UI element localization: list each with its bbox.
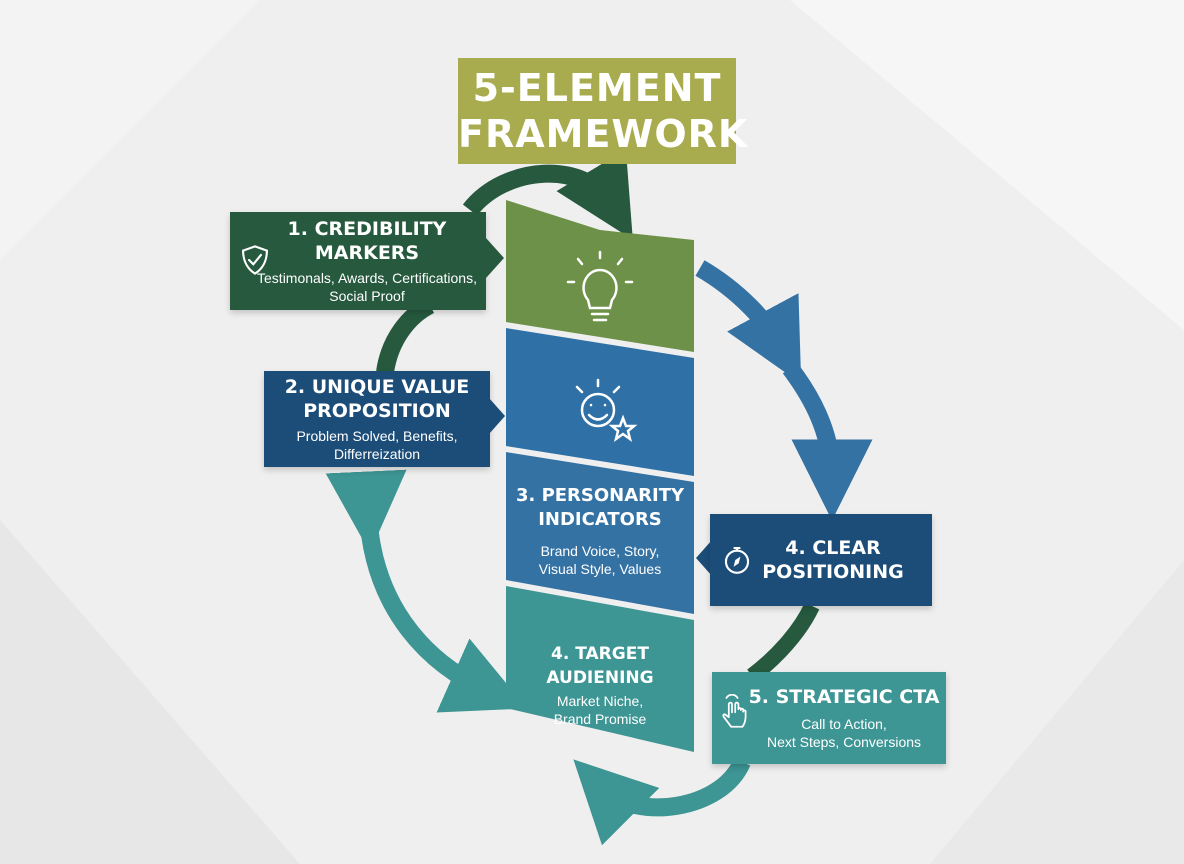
audience-sub-2: Brand Promise — [553, 711, 647, 727]
positioning-pointer — [696, 540, 712, 576]
column-segment-3 — [506, 452, 694, 614]
uvp-sub-2: Differreization — [333, 446, 421, 462]
credibility-pointer — [486, 238, 504, 278]
arrow-left-teal — [325, 469, 528, 713]
arrow-bottom-loop — [573, 757, 751, 846]
unique-value-proposition-box: 2. UNIQUE VALUE PROPOSITION Problem Solv… — [264, 371, 490, 467]
uvp-title-2: PROPOSITION — [303, 400, 451, 422]
compass-icon — [724, 547, 750, 574]
column-segment-4 — [506, 586, 694, 752]
cta-sub-2: Next Steps, Conversions — [766, 734, 922, 750]
cta-title: 5. STRATEGIC CTA — [748, 686, 940, 708]
smiley-star-icon — [575, 378, 638, 442]
cta-sub-1: Call to Action, — [801, 716, 887, 732]
lightbulb-icon — [566, 250, 634, 322]
arrow-right-upper — [695, 260, 802, 384]
personality-title-1: 3. PERSONARITY — [515, 485, 685, 506]
framework-title: 5-ELEMENT FRAMEWORK — [458, 58, 749, 164]
clear-positioning-box: 4. CLEAR POSITIONING — [710, 514, 932, 606]
column-segment-2 — [506, 328, 694, 476]
credibility-sub-2: Social Proof — [329, 288, 405, 304]
column-segment-1 — [506, 200, 694, 352]
title-line-2: FRAMEWORK — [458, 112, 749, 156]
pointing-hand-icon — [722, 694, 747, 728]
arrow-right-green — [747, 602, 820, 683]
personality-title-2: INDICATORS — [538, 509, 662, 530]
arrow-right-lower — [782, 362, 873, 521]
uvp-sub-1: Problem Solved, Benefits, — [296, 428, 458, 444]
arrow-top — [462, 149, 633, 240]
personality-indicators-text: 3. PERSONARITY INDICATORS Brand Voice, S… — [506, 484, 694, 578]
strategic-cta-box: 5. STRATEGIC CTA Call to Action, Next St… — [712, 672, 946, 764]
uvp-pointer — [489, 398, 505, 434]
title-line-1: 5-ELEMENT — [472, 66, 722, 110]
shield-check-icon — [242, 245, 268, 275]
positioning-title-2: POSITIONING — [762, 561, 904, 583]
audience-title: 4. TARGET AUDIENING — [546, 644, 654, 688]
positioning-title-1: 4. CLEAR — [785, 537, 881, 559]
credibility-sub-1: Testimonals, Awards, Certifications, — [257, 270, 477, 286]
credibility-title-1: 1. CREDIBILITY — [287, 218, 447, 240]
credibility-title-2: MARKERS — [314, 242, 420, 264]
audience-sub-1: Market Niche, — [556, 693, 644, 709]
target-audience-text: 4. TARGET AUDIENING Market Niche, Brand … — [500, 642, 700, 728]
personality-sub-1: Brand Voice, Story, — [540, 543, 660, 559]
personality-sub-2: Visual Style, Values — [538, 561, 662, 577]
uvp-title-1: 2. UNIQUE VALUE — [284, 376, 470, 398]
credibility-markers-box: 1. CREDIBILITY MARKERS Testimonals, Awar… — [230, 212, 486, 310]
